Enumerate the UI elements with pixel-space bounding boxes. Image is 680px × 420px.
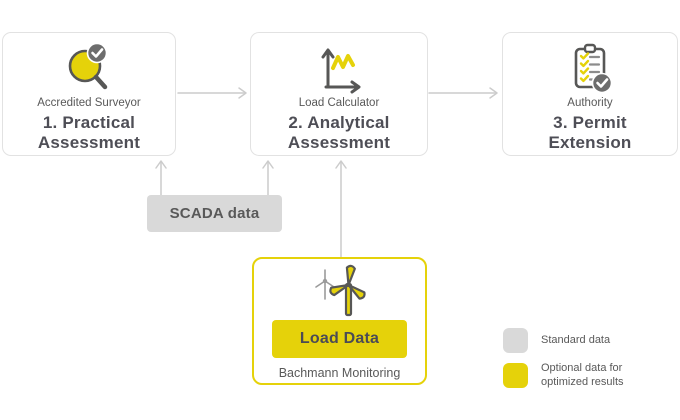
legend-label: Optional data for optimized results [541,362,624,388]
chart-axes-icon [308,41,370,95]
step-title: 1. Practical Assessment [37,112,141,152]
legend-label: Standard data [541,333,611,346]
legend: Standard data Optional data for optimize… [503,328,624,399]
step-box-analytical-assessment: Load Calculator 2. Analytical Assessment [250,32,428,156]
step-box-practical-assessment: Accredited Surveyor 1. Practical Assessm… [2,32,176,156]
magnifier-check-icon [58,41,120,95]
step-title: 2. Analytical Assessment [287,112,391,152]
arrow-monitor-to-step2 [335,160,347,258]
arrow-step1-to-step2 [177,87,247,99]
legend-item-optional: Optional data for optimized results [503,362,624,390]
load-data-label: Load Data [299,330,380,347]
legend-item-standard: Standard data [503,328,624,353]
arrow-scada-to-step2 [262,160,274,197]
monitoring-caption: Bachmann Monitoring [278,366,401,380]
load-data-badge: Load Data [272,320,407,358]
step-box-permit-extension: Authority 3. Permit Extension [502,32,678,156]
optional-data-swatch [503,363,528,389]
wind-turbine-icon [298,261,382,318]
scada-data-box: SCADA data [147,195,282,232]
step-role-label: Load Calculator [298,97,380,109]
arrow-step2-to-step3 [428,87,498,99]
clipboard-check-icon [559,41,621,95]
step-title: 3. Permit Extension [548,112,632,152]
monitoring-box: Load Data Bachmann Monitoring [252,257,427,385]
standard-data-swatch [503,328,528,353]
scada-data-label: SCADA data [169,205,260,222]
step-role-label: Authority [567,97,613,109]
step-role-label: Accredited Surveyor [37,97,141,109]
arrow-scada-to-step1 [155,160,167,197]
